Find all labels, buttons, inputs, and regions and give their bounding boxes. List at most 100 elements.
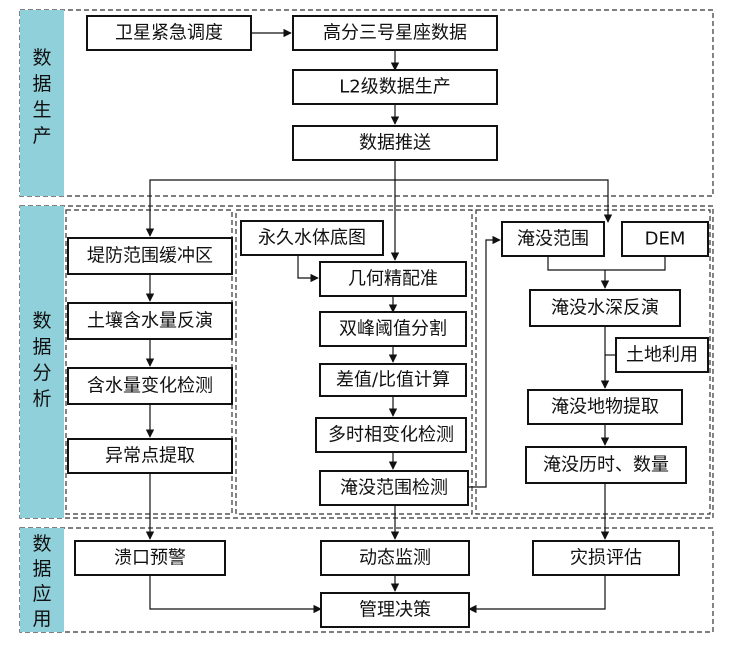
- stage-application-label-1: 数: [32, 533, 51, 555]
- stage-application-label-4: 用: [32, 608, 51, 630]
- stage-analysis-label-1: 数: [32, 310, 51, 332]
- nodes: 卫星紧急调度 高分三号星座数据 L2级数据生产 数据推送 堤防范围缓冲区 土壤含…: [67, 15, 709, 628]
- node-anomaly-extraction: 异常点提取: [67, 438, 233, 474]
- node-levee-buffer: 堤防范围缓冲区: [67, 237, 233, 275]
- node-land-use-box: [615, 337, 709, 373]
- stage-production-label-4: 产: [32, 125, 51, 147]
- node-breach-warning-box: [74, 540, 226, 576]
- node-damage-assessment-label: 灾损评估: [570, 548, 642, 569]
- stage-application-frame: [19, 527, 714, 633]
- node-flood-extent-detection: 淹没范围检测: [319, 470, 469, 506]
- node-flood-extent-detection-label: 淹没范围检测: [340, 478, 448, 499]
- node-damage-assessment: 灾损评估: [532, 540, 680, 576]
- node-flooded-features-box: [527, 389, 683, 425]
- node-l2-production: L2级数据生产: [292, 69, 498, 105]
- node-gf3-data-label: 高分三号星座数据: [323, 23, 467, 44]
- node-bimodal-threshold-box: [319, 311, 467, 347]
- node-flooded-features: 淹没地物提取: [527, 389, 683, 425]
- node-data-push: 数据推送: [292, 125, 498, 161]
- node-flood-depth-inversion: 淹没水深反演: [529, 289, 681, 327]
- stage-analysis-label-2: 据: [32, 336, 51, 358]
- node-multitemporal-detection: 多时相变化检测: [315, 417, 467, 453]
- node-permanent-water-base: 永久水体底图: [240, 220, 384, 256]
- stage-production-label-1: 数: [32, 47, 51, 69]
- stage-application-label-3: 应: [32, 583, 51, 605]
- node-flood-extent-detection-box: [319, 470, 469, 506]
- node-damage-assessment-box: [532, 540, 680, 576]
- node-l2-production-box: [292, 69, 498, 105]
- stage-production-label-3: 生: [32, 99, 51, 121]
- edge-assessment-to-decision: [468, 575, 606, 614]
- edge-breach-to-decision: [149, 575, 322, 614]
- node-difference-ratio-label: 差值/比值计算: [336, 370, 450, 391]
- node-levee-buffer-box: [67, 237, 233, 275]
- node-levee-buffer-label: 堤防范围缓冲区: [87, 246, 213, 267]
- node-permanent-water-base-box: [240, 220, 384, 256]
- stage-analysis-label-4: 析: [32, 388, 51, 410]
- stage-application-band: [20, 528, 64, 632]
- edges: [145, 28, 666, 614]
- stage-application-label-2: 据: [32, 558, 51, 580]
- stage-production-label-2: 据: [32, 73, 51, 95]
- stage-analysis: 数 据 分 析: [19, 205, 714, 519]
- stage-production-band: [20, 10, 64, 196]
- node-geometric-registration-label: 几何精配准: [348, 269, 438, 290]
- node-difference-ratio: 差值/比值计算: [319, 363, 467, 397]
- node-dynamic-monitoring-box: [320, 540, 470, 576]
- node-geometric-registration: 几何精配准: [319, 261, 467, 297]
- node-flood-duration-quantity-label: 淹没历时、数量: [543, 455, 669, 476]
- stage-analysis-band: [20, 206, 64, 518]
- edge-push-to-right: [395, 179, 613, 223]
- stage-application: 数 据 应 用: [19, 527, 714, 633]
- node-flood-duration-quantity: 淹没历时、数量: [525, 446, 687, 484]
- edge-basemap-to-registration: [297, 255, 319, 283]
- node-flood-depth-inversion-label: 淹没水深反演: [551, 298, 659, 319]
- node-flooded-features-label: 淹没地物提取: [551, 397, 659, 418]
- edge-detection-to-flood-extent: [468, 235, 501, 488]
- node-flood-depth-inversion-box: [529, 289, 681, 327]
- edge-dem-to-depth: [605, 256, 666, 271]
- node-geometric-registration-box: [319, 261, 467, 297]
- node-management-decision-label: 管理决策: [359, 600, 431, 621]
- node-bimodal-threshold-label: 双峰阈值分割: [339, 319, 447, 340]
- node-bimodal-threshold: 双峰阈值分割: [319, 311, 467, 347]
- node-dynamic-monitoring-label: 动态监测: [359, 548, 431, 569]
- node-soil-moisture-inversion-label: 土壤含水量反演: [87, 311, 213, 332]
- node-soil-moisture-inversion-box: [67, 302, 233, 340]
- stage-analysis-frame: [19, 205, 714, 519]
- node-data-push-label: 数据推送: [359, 133, 431, 154]
- analysis-group-center: [235, 209, 473, 515]
- node-land-use: 土地利用: [615, 337, 709, 373]
- node-difference-ratio-box: [319, 363, 467, 397]
- node-satellite-dispatch: 卫星紧急调度: [86, 15, 252, 51]
- node-multitemporal-detection-label: 多时相变化检测: [328, 425, 454, 446]
- node-dem-label: DEM: [645, 229, 686, 250]
- node-anomaly-extraction-label: 异常点提取: [105, 446, 195, 467]
- edge-flood-extent-to-depth: [547, 256, 610, 289]
- node-management-decision-box: [320, 592, 470, 628]
- analysis-group-left: [65, 209, 233, 515]
- node-gf3-data-box: [292, 15, 498, 51]
- node-satellite-dispatch-label: 卫星紧急调度: [115, 23, 223, 44]
- node-flood-extent-label: 淹没范围: [517, 229, 589, 250]
- node-moisture-change-detection: 含水量变化检测: [67, 367, 233, 405]
- node-satellite-dispatch-box: [86, 15, 252, 51]
- node-dynamic-monitoring: 动态监测: [320, 540, 470, 576]
- analysis-group-right: [475, 209, 711, 515]
- node-breach-warning-label: 溃口预警: [114, 548, 186, 569]
- node-moisture-change-detection-label: 含水量变化检测: [87, 376, 213, 397]
- node-breach-warning: 溃口预警: [74, 540, 226, 576]
- node-l2-production-label: L2级数据生产: [339, 77, 450, 98]
- node-flood-extent-box: [501, 221, 605, 257]
- node-management-decision: 管理决策: [320, 592, 470, 628]
- edge-push-to-levee: [145, 160, 396, 237]
- node-data-push-box: [292, 125, 498, 161]
- node-multitemporal-detection-box: [315, 417, 467, 453]
- node-flood-duration-quantity-box: [525, 446, 687, 484]
- node-flood-extent: 淹没范围: [501, 221, 605, 257]
- node-moisture-change-detection-box: [67, 367, 233, 405]
- node-gf3-data: 高分三号星座数据: [292, 15, 498, 51]
- node-anomaly-extraction-box: [67, 438, 233, 474]
